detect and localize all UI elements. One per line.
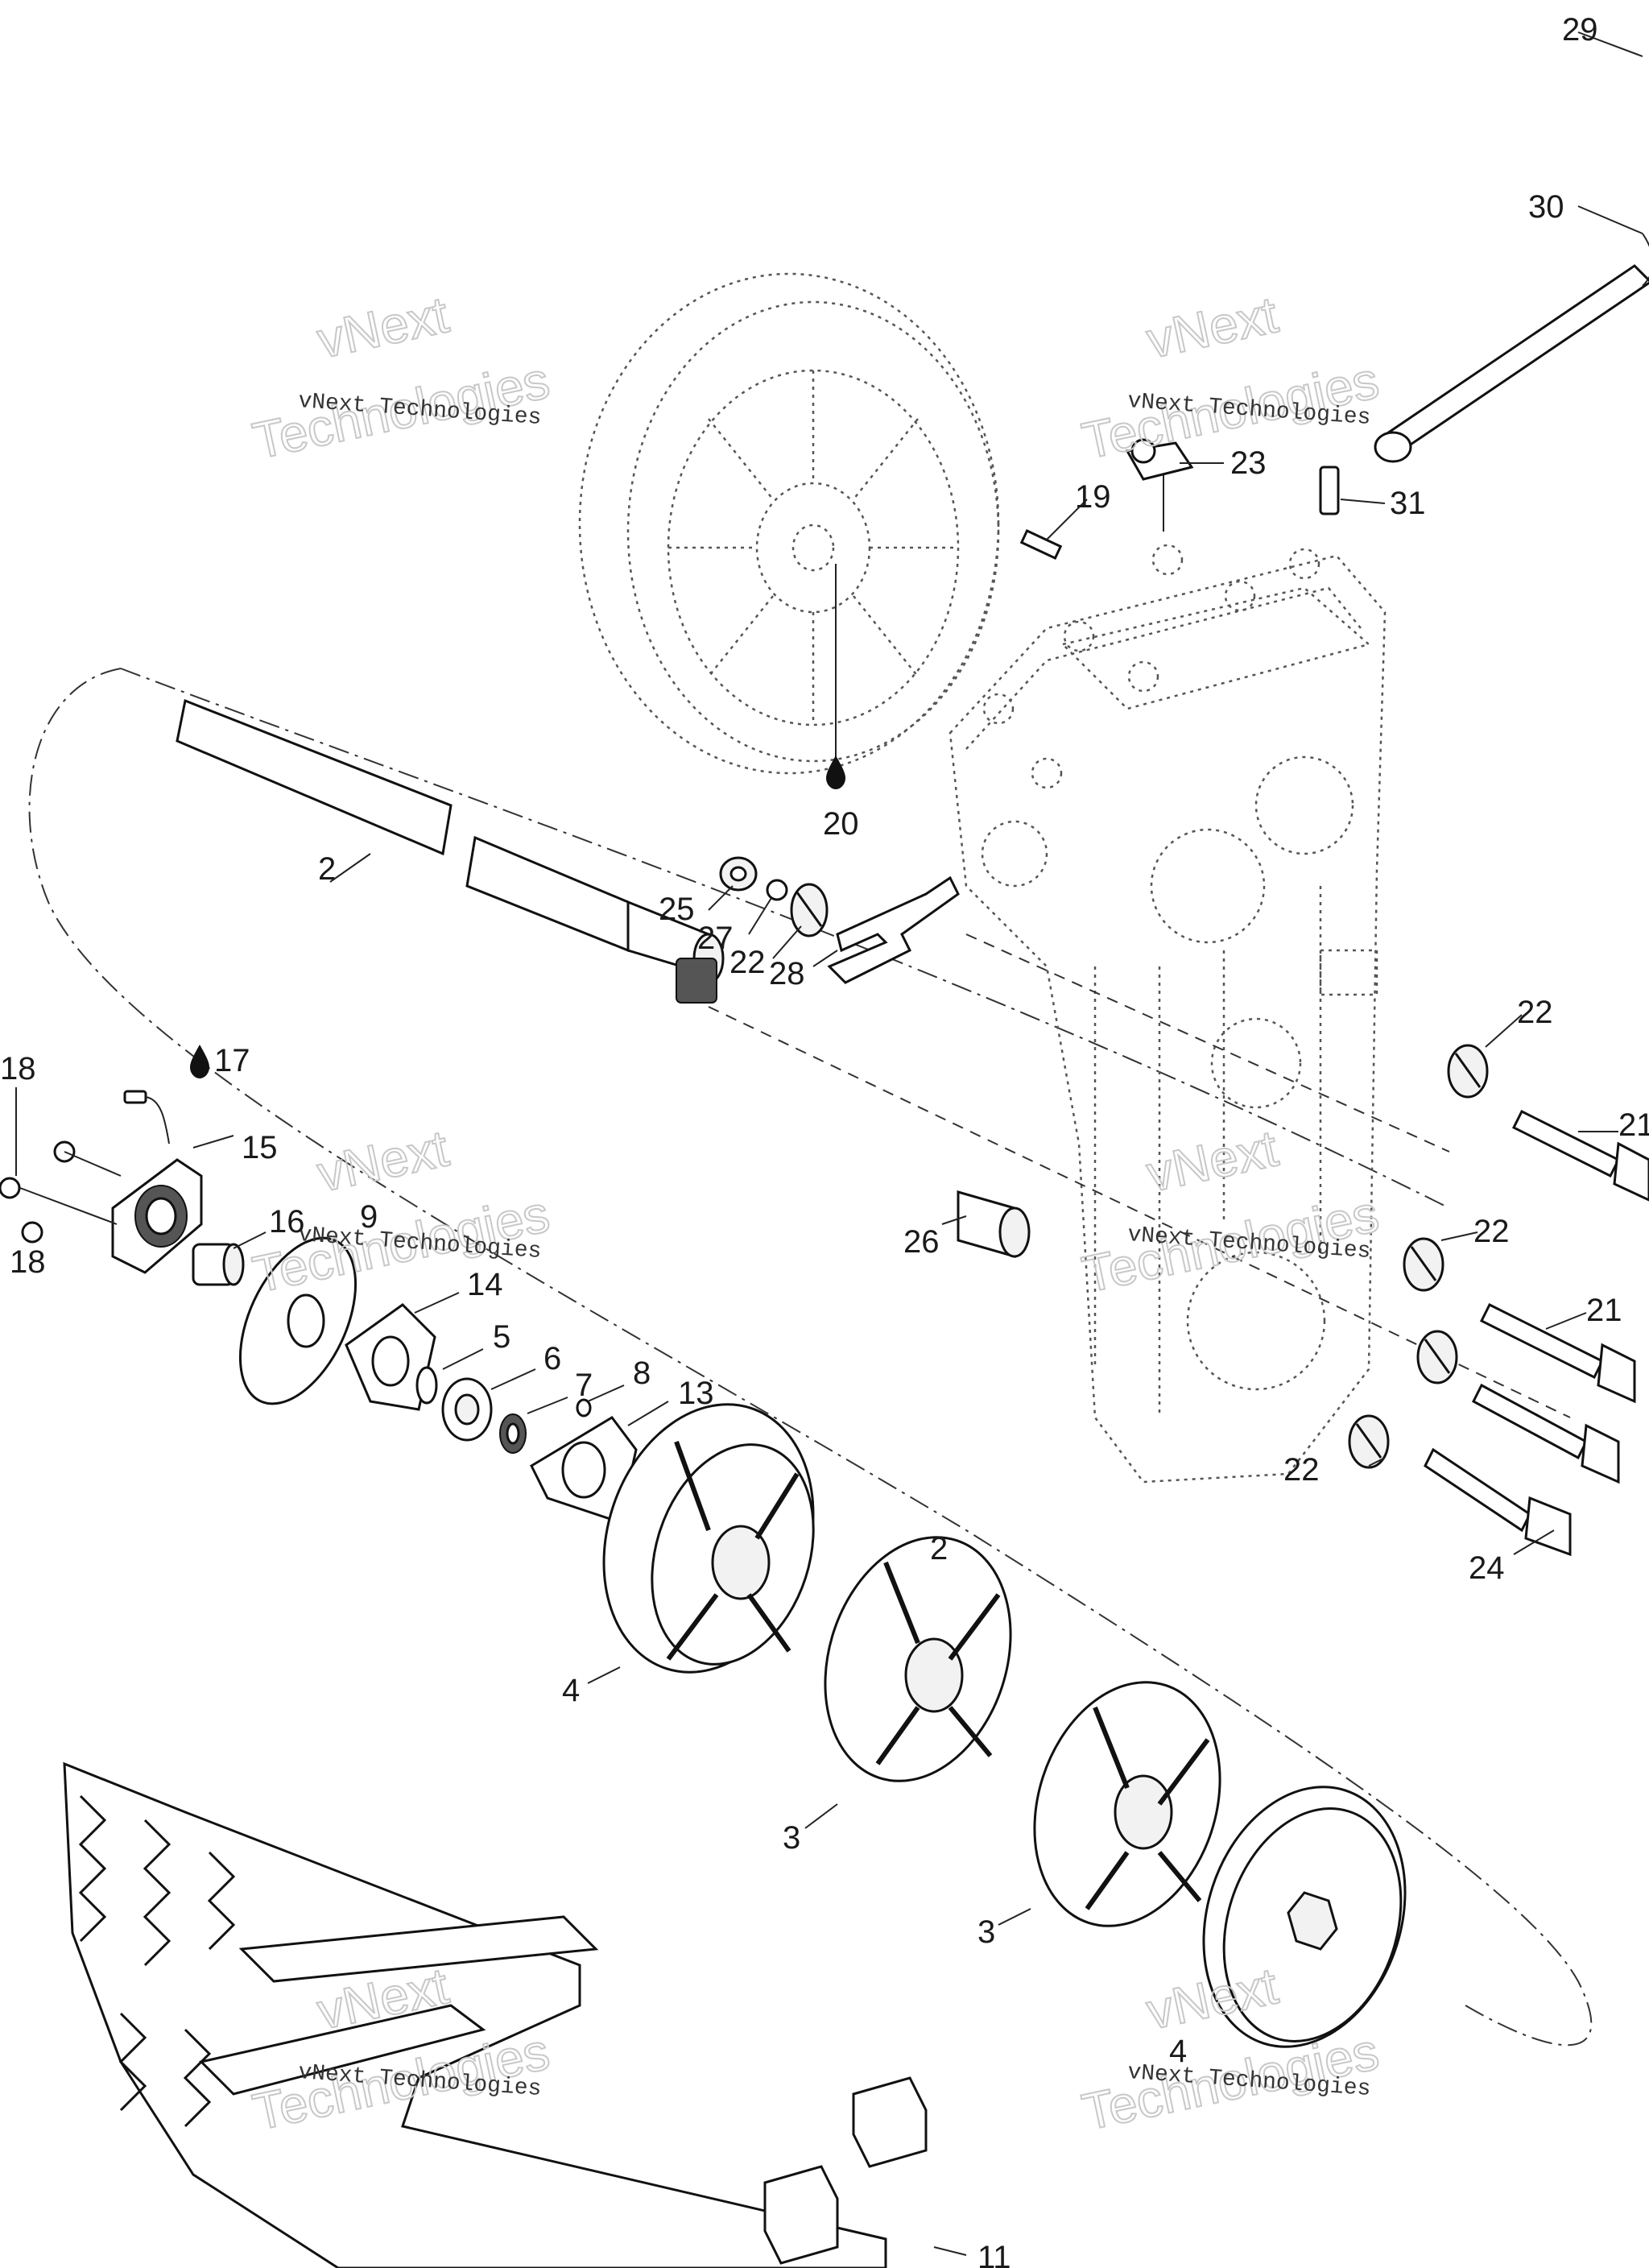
callout-19: 19 xyxy=(1075,479,1111,515)
leader-lines xyxy=(15,31,1643,2256)
callout-4: 4 xyxy=(562,1673,580,1708)
callout-13: 13 xyxy=(678,1376,714,1411)
drive-sprocket-upper xyxy=(602,1403,815,1674)
callout-11: 11 xyxy=(977,2240,1011,2268)
pin-part xyxy=(1319,466,1340,515)
bearing-right-4 xyxy=(1348,1414,1390,1469)
callout-17: 17 xyxy=(214,1043,250,1078)
callout-2-b: 2 xyxy=(930,1531,948,1566)
drive-sprocket-lower xyxy=(1033,1681,1221,1927)
callout-22-c: 22 xyxy=(1473,1214,1510,1249)
disc-part xyxy=(238,1236,357,1405)
bushing-part xyxy=(192,1243,245,1286)
drop-icon xyxy=(190,1045,209,1078)
callout-18: 18 xyxy=(0,1051,36,1086)
callout-21-b: 21 xyxy=(1586,1293,1622,1328)
bolt-lower xyxy=(1424,1447,1572,1557)
svg-text:vNext: vNext xyxy=(312,285,453,369)
callout-6: 6 xyxy=(543,1341,561,1376)
watermark-mid-right: vNext Technologies vNext Technologies xyxy=(1077,1118,1384,1304)
callout-23: 23 xyxy=(1230,445,1267,481)
nut-18-c xyxy=(21,1221,43,1244)
callout-3: 3 xyxy=(783,1820,800,1856)
track-belt xyxy=(63,1761,887,2268)
slider-clip-lower xyxy=(763,2165,839,2265)
callout-2: 2 xyxy=(318,851,336,887)
callout-26: 26 xyxy=(903,1224,940,1260)
callout-20: 20 xyxy=(823,806,859,842)
nut-18-b xyxy=(0,1177,21,1199)
svg-text:vNext: vNext xyxy=(312,1119,453,1202)
callout-24: 24 xyxy=(1469,1550,1505,1586)
end-wheel xyxy=(1202,1786,1407,2048)
bolt-middle-2 xyxy=(1472,1383,1620,1484)
callout-8: 8 xyxy=(633,1355,651,1391)
svg-text:vNext: vNext xyxy=(1142,285,1283,369)
callout-27: 27 xyxy=(697,921,734,956)
clip-part xyxy=(1125,438,1194,481)
small-o-ring-part xyxy=(576,1398,592,1418)
circlip-part xyxy=(415,1366,438,1405)
callout-15: 15 xyxy=(242,1130,278,1165)
watermark-top-right: vNext Technologies vNext Technologies xyxy=(1077,284,1384,470)
callout-22-b: 22 xyxy=(1517,995,1553,1030)
key-part xyxy=(1019,529,1063,560)
bearing-right-2 xyxy=(1403,1237,1444,1292)
callout-16: 16 xyxy=(269,1204,305,1240)
flange-plate xyxy=(530,1416,638,1524)
bolt-axis-line xyxy=(965,933,1450,1153)
nut-part xyxy=(719,856,758,892)
seal-part xyxy=(499,1413,527,1454)
fork-part xyxy=(827,875,960,984)
callout-22: 22 xyxy=(729,945,766,980)
drop-icon xyxy=(826,755,845,789)
drive-shaft xyxy=(176,698,725,1004)
callout-30: 30 xyxy=(1528,189,1564,225)
bolt-middle-1 xyxy=(1479,1302,1636,1404)
callout-5: 5 xyxy=(493,1319,510,1355)
bearing-right-3 xyxy=(1416,1330,1458,1384)
callout-29: 29 xyxy=(1562,12,1598,48)
grease-fitting xyxy=(123,1090,170,1144)
bolt-upper xyxy=(1511,1109,1649,1202)
callout-28: 28 xyxy=(769,956,805,991)
bearing-housing xyxy=(111,1158,203,1274)
slider-clip-upper xyxy=(852,2076,928,2168)
watermark-top-left: vNext Technologies vNext Technologies xyxy=(247,284,555,470)
drive-sprocket-middle xyxy=(824,1536,1012,1782)
track-path-line xyxy=(28,668,1593,2047)
lever-rod xyxy=(1374,233,1649,463)
callout-31: 31 xyxy=(1390,486,1426,521)
bearing-right-1 xyxy=(1447,1044,1489,1099)
callout-25: 25 xyxy=(659,892,695,927)
ball-bearing-part xyxy=(441,1377,493,1442)
callout-9: 9 xyxy=(360,1199,378,1235)
callout-labels: 29 30 23 31 19 20 2 2 25 27 22 22 22 22 … xyxy=(0,12,1649,2268)
callout-14: 14 xyxy=(467,1267,503,1302)
bearing-upper xyxy=(790,883,829,937)
callout-21: 21 xyxy=(1618,1107,1649,1143)
o-ring-part xyxy=(766,879,788,901)
svg-text:vNext: vNext xyxy=(1142,1119,1283,1202)
callout-7: 7 xyxy=(575,1368,593,1403)
callout-4-b: 4 xyxy=(1169,2034,1187,2069)
callout-3-b: 3 xyxy=(977,1914,995,1950)
spacer-part xyxy=(957,1190,1031,1258)
ghost-wheel xyxy=(578,272,1000,775)
callout-18-b: 18 xyxy=(10,1244,46,1280)
chaincase-housing xyxy=(948,544,1387,1484)
callout-22-d: 22 xyxy=(1283,1452,1320,1488)
